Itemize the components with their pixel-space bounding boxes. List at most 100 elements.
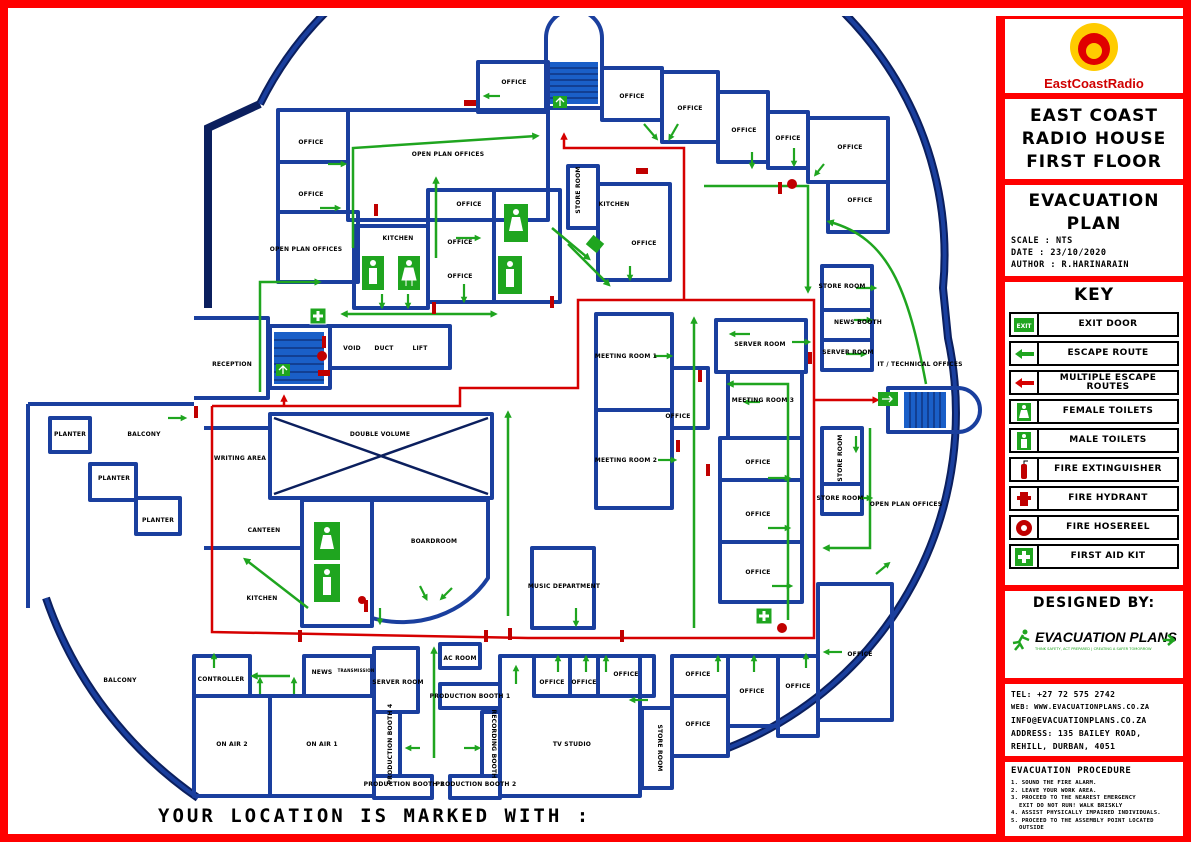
room-label: RECEPTION	[212, 361, 252, 368]
running-man-icon	[1012, 629, 1030, 651]
room-label: OFFICE	[298, 191, 323, 198]
room-label: IT / TECHNICAL OFFICES	[877, 361, 962, 368]
room-label: PLANTER	[98, 475, 130, 482]
procedure-heading: EVACUATION PROCEDURE	[1011, 766, 1132, 776]
room-label: ON AIR 2	[216, 741, 248, 748]
exit-sign-icon	[276, 96, 898, 406]
designer-tagline: THINK SAFETY, ACT PREPARED | CREATING A …	[1035, 647, 1152, 651]
title-line-1: EAST COAST	[1030, 106, 1158, 126]
room-label: CANTEEN	[248, 527, 281, 534]
room-label: STORE ROOM	[575, 166, 582, 213]
room-label: OFFICE	[619, 93, 644, 100]
room-label: TV STUDIO	[553, 741, 591, 748]
floor-plan: OFFICE OFFICE OFFICE OFFICE OFFICE OFFIC…	[26, 16, 982, 802]
key-label: ESCAPE ROUTE	[1067, 348, 1149, 358]
room-label: BALCONY	[127, 431, 161, 438]
key-row-exit: EXIT EXIT DOOR	[1009, 312, 1179, 337]
room-label: OFFICE	[745, 459, 770, 466]
fire-hosereel-icon	[317, 179, 797, 633]
contact-panel: TEL: +27 72 575 2742 WEB: WWW.EVACUATION…	[1005, 684, 1183, 756]
room-label: KITCHEN	[383, 235, 414, 242]
svg-text:EXIT: EXIT	[1016, 323, 1032, 330]
room-label: MEETING ROOM 3	[732, 397, 794, 404]
room-label: OFFICE	[685, 671, 710, 678]
designer-company: EVACUATION PLANS	[1035, 629, 1177, 645]
contact-email: INFO@EVACUATIONPLANS.CO.ZA	[1011, 716, 1147, 725]
arrow-right-icon	[1163, 634, 1175, 646]
escape-routes	[243, 132, 928, 758]
location-caption: YOUR LOCATION IS MARKED WITH :	[158, 805, 592, 827]
room-label: OFFICE	[501, 79, 526, 86]
room-label: KITCHEN	[247, 595, 278, 602]
female-toilet-icon	[314, 204, 528, 560]
fire-hydrant-icon	[318, 100, 648, 376]
key-row-first-aid: FIRST AID KIT	[1009, 544, 1179, 569]
room-label: OFFICE	[745, 511, 770, 518]
stairs	[274, 62, 946, 428]
key-row-extinguisher: FIRE EXTINGUISHER	[1009, 457, 1179, 482]
room-label: MEETING ROOM 2	[595, 457, 657, 464]
room-label: OPEN PLAN OFFICES	[870, 501, 942, 508]
room-label: OFFICE	[571, 679, 596, 686]
room-label: OFFICE	[745, 569, 770, 576]
room-label: BALCONY	[103, 677, 137, 684]
key-label: FIRST AID KIT	[1070, 551, 1146, 561]
exit-sign-icon: EXIT	[1011, 314, 1039, 335]
room-label: RECORDING BOOTH	[490, 710, 497, 779]
fire-extinguisher-icon	[194, 182, 812, 642]
room-label: NEWS BOOTH	[834, 319, 882, 326]
plan-title-line-2: PLAN	[1066, 214, 1122, 234]
first-aid-icon	[309, 307, 773, 625]
plan-title-line-1: EVACUATION	[1028, 191, 1160, 211]
title-line-2: RADIO HOUSE	[1021, 129, 1167, 149]
designer-heading: DESIGNED BY:	[1032, 595, 1156, 611]
male-toilet-icon	[314, 256, 522, 602]
room-label: PLANTER	[54, 431, 86, 438]
key-label: FIRE HOSEREEL	[1066, 522, 1150, 532]
key-row-hydrant: FIRE HYDRANT	[1009, 486, 1179, 511]
procedure-step: 5. PROCEED TO THE ASSEMBLY POINT LOCATED	[1011, 817, 1154, 824]
room-label: OFFICE	[731, 127, 756, 134]
key-panel: KEY EXIT EXIT DOOR ESCAPE ROUTE MULTIPLE…	[1005, 282, 1183, 585]
room-label: PRODUCTION BOOTH 2	[436, 781, 517, 788]
title-line-3: FIRST FLOOR	[1026, 152, 1162, 172]
room-label: OFFICE	[677, 105, 702, 112]
multiple-escape-routes	[210, 132, 880, 640]
room-label: OFFICE	[847, 197, 872, 204]
room-label: STORE ROOM	[656, 724, 663, 771]
contact-web: WEB: WWW.EVACUATIONPLANS.CO.ZA	[1011, 703, 1150, 711]
female-toilet-icon	[1011, 401, 1039, 422]
short-escape-arrows	[168, 92, 891, 752]
room-label: OFFICE	[739, 688, 764, 695]
key-row-hosereel: FIRE HOSEREEL	[1009, 515, 1179, 540]
contact-address-1: ADDRESS: 135 BAILEY ROAD,	[1011, 729, 1142, 738]
key-label: EXIT DOOR	[1078, 319, 1138, 329]
key-row-escape: ESCAPE ROUTE	[1009, 341, 1179, 366]
key-row-female: FEMALE TOILETS	[1009, 399, 1179, 424]
contact-address-2: REHILL, DURBAN, 4051	[1011, 742, 1116, 751]
radio-logo-icon	[1070, 23, 1118, 71]
red-arrow-icon	[1011, 372, 1039, 393]
room-label: OFFICE	[298, 139, 323, 146]
room-label: PRODUCTION BOOTH 4	[387, 704, 394, 785]
key-label: MULTIPLE ESCAPE ROUTES	[1059, 372, 1157, 392]
procedure-step: 2. LEAVE YOUR WORK AREA.	[1011, 787, 1097, 794]
room-label: OFFICE	[631, 240, 656, 247]
room-label: SERVER ROOM	[372, 679, 423, 686]
procedure-step: OUTSIDE	[1019, 825, 1044, 831]
room-label: OPEN PLAN OFFICES	[412, 151, 484, 158]
room-label: OFFICE	[447, 273, 472, 280]
designer-panel: DESIGNED BY: EVACUATION PLANS THINK SAFE…	[1005, 591, 1183, 678]
room-label: OFFICE	[837, 144, 862, 151]
room-label: PRODUCTION BOOTH 3	[364, 781, 445, 788]
room-label: OFFICE	[685, 721, 710, 728]
first-aid-icon	[1011, 546, 1039, 567]
room-label: WRITING AREA	[214, 455, 266, 462]
key-label: MALE TOILETS	[1069, 435, 1147, 445]
walls	[26, 16, 982, 800]
procedure-step: 4. ASSIST PHYSICALLY IMPAIRED INDIVIDUAL…	[1011, 810, 1161, 816]
room-label: OFFICE	[665, 413, 690, 420]
key-label: FEMALE TOILETS	[1062, 406, 1154, 416]
room-label: PLANTER	[142, 517, 174, 524]
